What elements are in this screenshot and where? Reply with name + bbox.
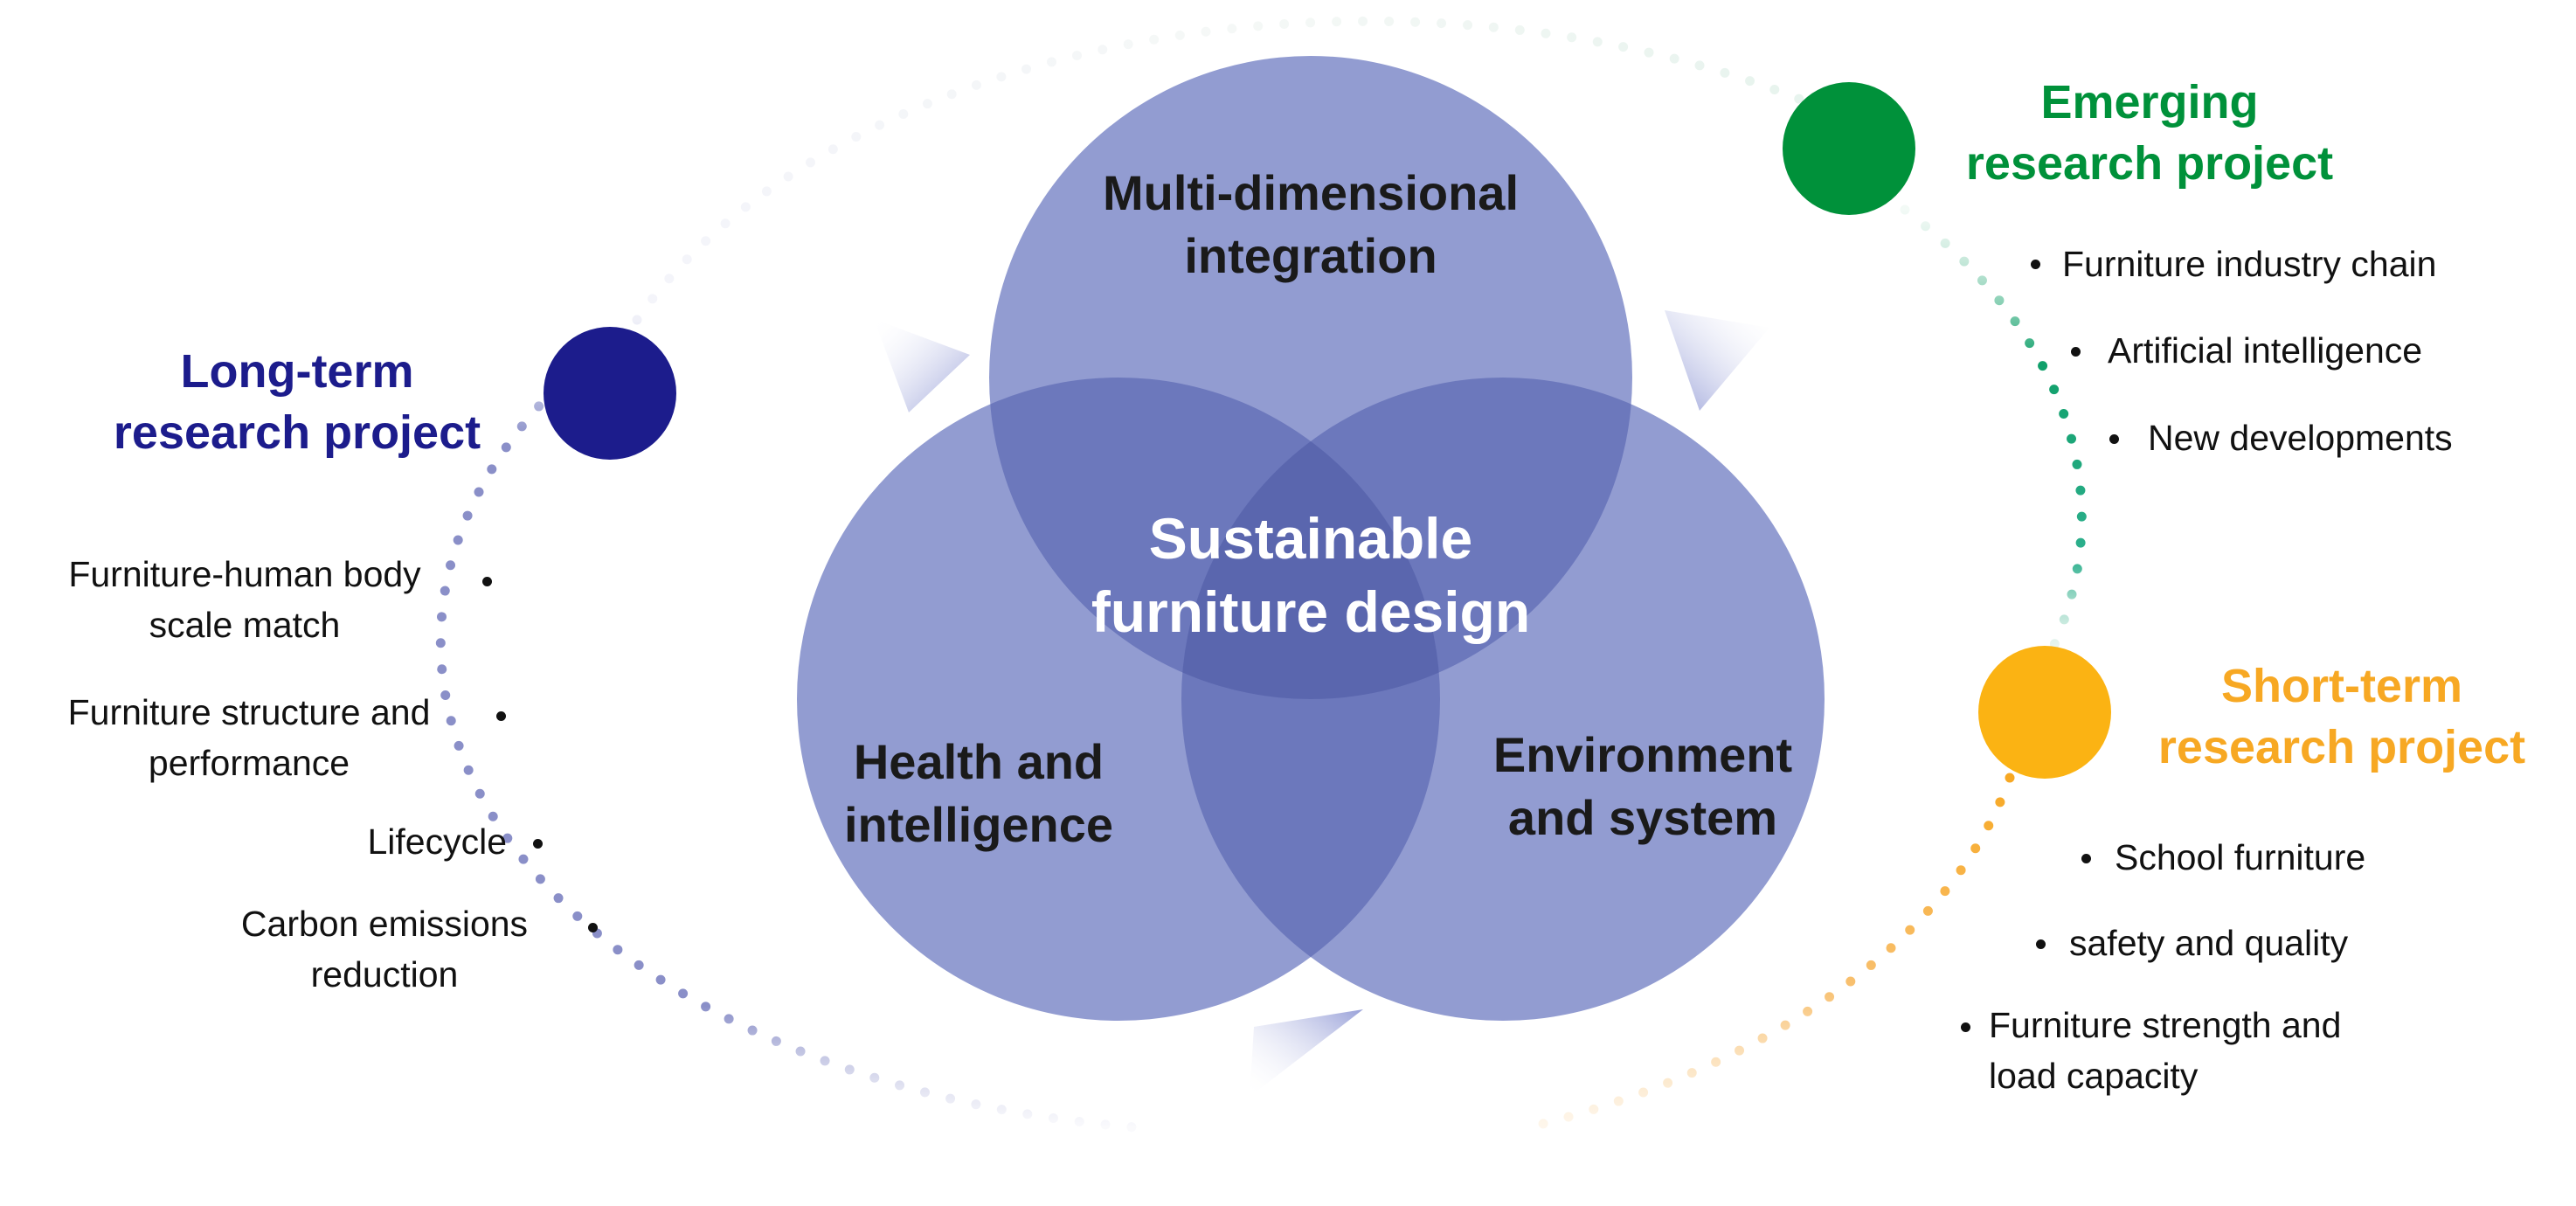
venn-label-top: Multi-dimensional integration [1049,162,1573,288]
dotted-ring [435,16,2087,1133]
venn-label-right-line2: and system [1507,790,1778,845]
arrow-bottom [1250,1009,1363,1097]
arrow-top-right [1665,310,1769,411]
short-term-item-3: Furniture strength and load capacity [1989,1000,2426,1101]
venn-label-left-line2: intelligence [843,797,1114,852]
short-term-item-2-line1: safety and quality [2069,923,2349,963]
long-term-item-3: Lifecycle [262,816,507,867]
ring-arc-left [435,315,1141,1133]
long-term-item-2: Furniture structure and performance [26,687,472,788]
ring-arc-top [632,16,1806,325]
emerging-item-2-line1: Artificial intelligence [2108,330,2423,371]
long-term-item-1: Furniture-human body scale match [26,549,463,650]
short-term-title: Short-term research project [2115,655,2569,778]
short-term-item-1: School furniture [2115,832,2517,883]
long-term-item-2-line1: Furniture structure and [67,692,431,732]
long-term-item-1-line1: Furniture-human body [68,554,421,594]
venn-label-left: Health and intelligence [786,731,1171,856]
short-term-item-3-line1: Furniture strength and [1989,1005,2342,1045]
long-term-title-line1: Long-term [180,345,414,398]
long-term-bullet-4 [588,923,598,932]
venn-label-top-line2: integration [1184,228,1437,283]
ring-arc-emerging [1900,204,2087,652]
venn-label-left-line1: Health and [853,734,1104,789]
emerging-bullet-2 [2071,347,2081,357]
venn-label-right-line1: Environment [1492,727,1793,782]
short-term-item-3-line2: load capacity [1989,1056,2199,1096]
long-term-title: Long-term research project [52,341,542,463]
center-title-line2: furniture design [1091,579,1531,644]
long-term-item-2-line2: performance [148,743,350,783]
short-term-title-line1: Short-term [2220,660,2462,712]
venn-label-right: Environment and system [1451,724,1835,849]
long-term-title-line2: research project [113,406,481,459]
short-term-bullet-3 [1961,1022,1970,1032]
venn-label-top-line1: Multi-dimensional [1103,165,1519,220]
emerging-item-1: Furniture industry chain [2062,239,2552,289]
long-term-bullet-3 [533,839,543,849]
short-term-bullet-2 [2036,939,2046,949]
long-term-marker-icon [544,327,676,460]
long-term-bullet-2 [496,711,506,721]
center-title-line1: Sustainable [1148,506,1473,571]
short-term-marker-icon [1978,646,2111,779]
emerging-bullet-3 [2109,434,2119,444]
emerging-item-3-line1: New developments [2148,418,2453,458]
emerging-title: Emerging research project [1940,72,2359,194]
short-term-bullet-1 [2081,854,2091,863]
long-term-item-3-line1: Lifecycle [367,821,507,862]
long-term-item-4-line1: Carbon emissions [240,904,529,944]
emerging-item-1-line1: Furniture industry chain [2062,244,2437,284]
emerging-marker-icon [1783,82,1915,215]
emerging-item-2: Artificial intelligence [2108,325,2562,376]
long-term-item-4: Carbon emissions reduction [210,898,559,1000]
short-term-title-line2: research project [2157,721,2526,773]
emerging-title-line2: research project [1965,137,2334,190]
short-term-item-2: safety and quality [2069,918,2471,968]
emerging-item-3: New developments [2148,412,2567,463]
ring-arc-short [1524,773,2015,1133]
arrow-top-left [874,319,970,412]
center-title: Sustainable furniture design [1014,502,1608,648]
venn-overlap-center [1181,378,1440,699]
emerging-title-line1: Emerging [2040,76,2259,128]
long-term-item-1-line2: scale match [149,605,341,645]
emerging-bullet-1 [2031,260,2040,269]
short-term-item-1-line1: School furniture [2115,837,2366,877]
long-term-bullet-1 [482,577,492,586]
venn-diagram [797,56,1825,1021]
long-term-item-4-line2: reduction [310,954,459,995]
